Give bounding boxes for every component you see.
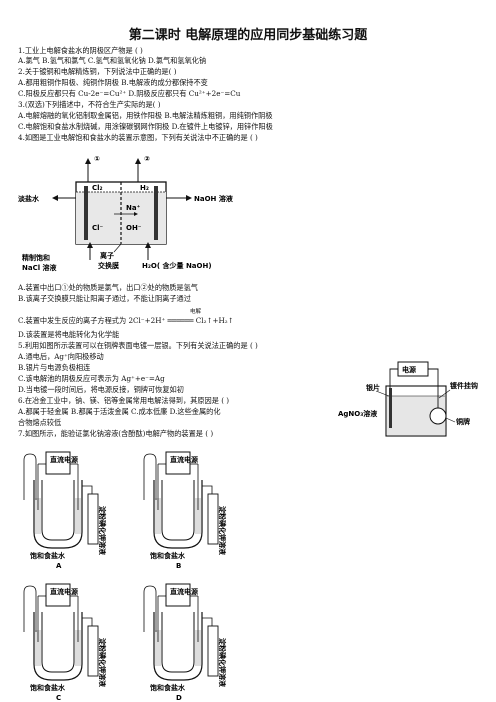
q7-power-b: 直流电源 bbox=[170, 455, 198, 464]
q4-left-in: 淡盐水 bbox=[18, 194, 40, 203]
q7-apparatus-figures: 直流电源 饱和食盐水 A 淀粉碘化钾溶液 直流电源 饱和食盐水 B 淀粉碘化钾溶… bbox=[23, 451, 227, 702]
q7-power-a: 直流电源 bbox=[50, 455, 78, 464]
q6-options-1: A.都属于轻金属 B.都属于活泼金属 C.成本低廉 D.这些金属的化 bbox=[18, 407, 221, 416]
q4-option-d: D.该装置是将电能转化为化学能 bbox=[18, 330, 120, 339]
q4-oh-ion: OH⁻ bbox=[126, 224, 142, 232]
q3-stem: 3.(双选)下列描述中，不符合生产实际的是( ) bbox=[18, 100, 161, 109]
q7-stem: 7.如图所示，能验证氯化钠溶液(含酚酞)电解产物的装置是 ( ) bbox=[18, 429, 214, 438]
q7-ki-a: 淀粉碘化钾溶液 bbox=[98, 506, 107, 556]
q7-ki-c: 淀粉碘化钾溶液 bbox=[98, 638, 107, 688]
q7-ki-b: 淀粉碘化钾溶液 bbox=[218, 506, 227, 556]
q4-electrolysis-figure: ① ② Cl₂ H₂ Na⁺ Cl⁻ OH⁻ 淡盐水 NaOH 溶液 精制饱和 … bbox=[18, 155, 234, 272]
q4-option-a: A.装置中出口①处的物质是氯气，出口②处的物质是氢气 bbox=[18, 283, 198, 292]
q3-options-1: A.电解熔融的氧化铝制取金属铝，用铁作阳极 B.电解法精炼粗铜，用纯铜作阴极 bbox=[18, 111, 273, 120]
q7-letter-d: D bbox=[176, 694, 182, 702]
q5-option-d: D.当电镀一段时间后，将电源反接，铜牌可恢复如初 bbox=[18, 385, 184, 394]
q4-h2-label: H₂ bbox=[140, 184, 149, 192]
q4-condition: 电解 bbox=[190, 309, 202, 315]
q5-option-c: C.该电解池的阴极反应可表示为 Ag⁺+e⁻=Ag bbox=[18, 374, 165, 383]
q7-power-c: 直流电源 bbox=[50, 587, 78, 596]
q4-outlet-2: ② bbox=[144, 155, 150, 163]
q7-brine-b: 饱和食盐水 bbox=[150, 551, 186, 560]
q7-letter-a: A bbox=[56, 562, 62, 570]
q4-cl2-label: Cl₂ bbox=[92, 184, 103, 192]
q5-stem: 5.利用如图所示装置可以在铜牌表面电镀一层银。下列有关说法正确的是 ( ) bbox=[18, 341, 258, 350]
q7-brine-c: 饱和食盐水 bbox=[30, 683, 66, 692]
q5-electroplating-figure: 电源 银片 镀件挂钩 AgNO₃溶液 铜牌 bbox=[338, 361, 478, 437]
q4-brine-1: 精制饱和 bbox=[22, 253, 50, 262]
q4-outlet-1: ① bbox=[94, 155, 100, 163]
q2-options-1: A.都用粗铜作阳极、纯铜作阴极 B.电解液的成分都保持不变 bbox=[18, 78, 208, 87]
q5-solution: AgNO₃溶液 bbox=[338, 409, 378, 418]
q6-options-2: 合物熔点较低 bbox=[18, 418, 62, 427]
q7-power-d: 直流电源 bbox=[170, 587, 198, 596]
q7-ki-d: 淀粉碘化钾溶液 bbox=[218, 638, 227, 688]
q7-brine-d: 饱和食盐水 bbox=[150, 683, 186, 692]
q5-option-b: B.银片与电源负极相连 bbox=[18, 363, 91, 372]
q2-options-2: C.阳极反应都只有 Cu-2e⁻=Cu²⁺ D.阴极反应都只有 Cu²⁺+2e⁻… bbox=[18, 89, 241, 98]
q5-silver: 银片 bbox=[366, 383, 380, 392]
q4-membrane-1: 离子 bbox=[100, 251, 114, 260]
page-title: 第二课时 电解原理的应用同步基础练习题 bbox=[128, 28, 368, 43]
q4-right-out: NaOH 溶液 bbox=[194, 194, 234, 203]
q5-option-a: A.通电后，Ag⁺向阳极移动 bbox=[18, 352, 104, 361]
q4-cl-ion: Cl⁻ bbox=[92, 224, 104, 232]
q4-na-ion: Na⁺ bbox=[126, 204, 141, 212]
q4-brine-2: NaCl 溶液 bbox=[22, 263, 58, 272]
q4-water: H₂O( 含少量 NaOH) bbox=[142, 261, 212, 270]
q1-stem: 1.工业上电解食盐水的阴极区产物是 ( ) bbox=[18, 46, 143, 55]
q4-option-b: B.该离子交换膜只能让阳离子通过，不能让阴离子通过 bbox=[18, 294, 191, 303]
q6-stem: 6.在冶金工业中，钠、镁、铝等金属常用电解法得到，其原因是 ( ) bbox=[18, 396, 230, 405]
q5-copper: 铜牌 bbox=[456, 417, 470, 426]
q4-membrane-2: 交换膜 bbox=[98, 261, 119, 270]
q7-letter-c: C bbox=[56, 694, 61, 702]
q3-options-2: C.电解饱和食盐水制烧碱，用涂镍碳钢网作阴极 D.在镀件上电镀锌，用锌作阳极 bbox=[18, 122, 273, 131]
q1-options: A.氯气 B.氢气和氯气 C.氢气和氢氧化钠 D.氯气和氢氧化钠 bbox=[18, 56, 207, 65]
q5-hanger: 镀件挂钩 bbox=[450, 381, 478, 390]
q2-stem: 2.关于镀铜和电解精炼铜，下列说法中正确的是( ) bbox=[18, 67, 177, 76]
q7-brine-a: 饱和食盐水 bbox=[30, 551, 66, 560]
q5-power: 电源 bbox=[402, 365, 416, 374]
q4-stem: 4.如图是工业电解饱和食盐水的装置示意图，下列有关说法中不正确的是 ( ) bbox=[18, 133, 258, 142]
q4-option-c: C.装置中发生反应的离子方程式为 2Cl⁻+2H⁺ ══════ Cl₂↑+H₂… bbox=[18, 316, 234, 325]
q7-letter-b: B bbox=[176, 562, 181, 570]
